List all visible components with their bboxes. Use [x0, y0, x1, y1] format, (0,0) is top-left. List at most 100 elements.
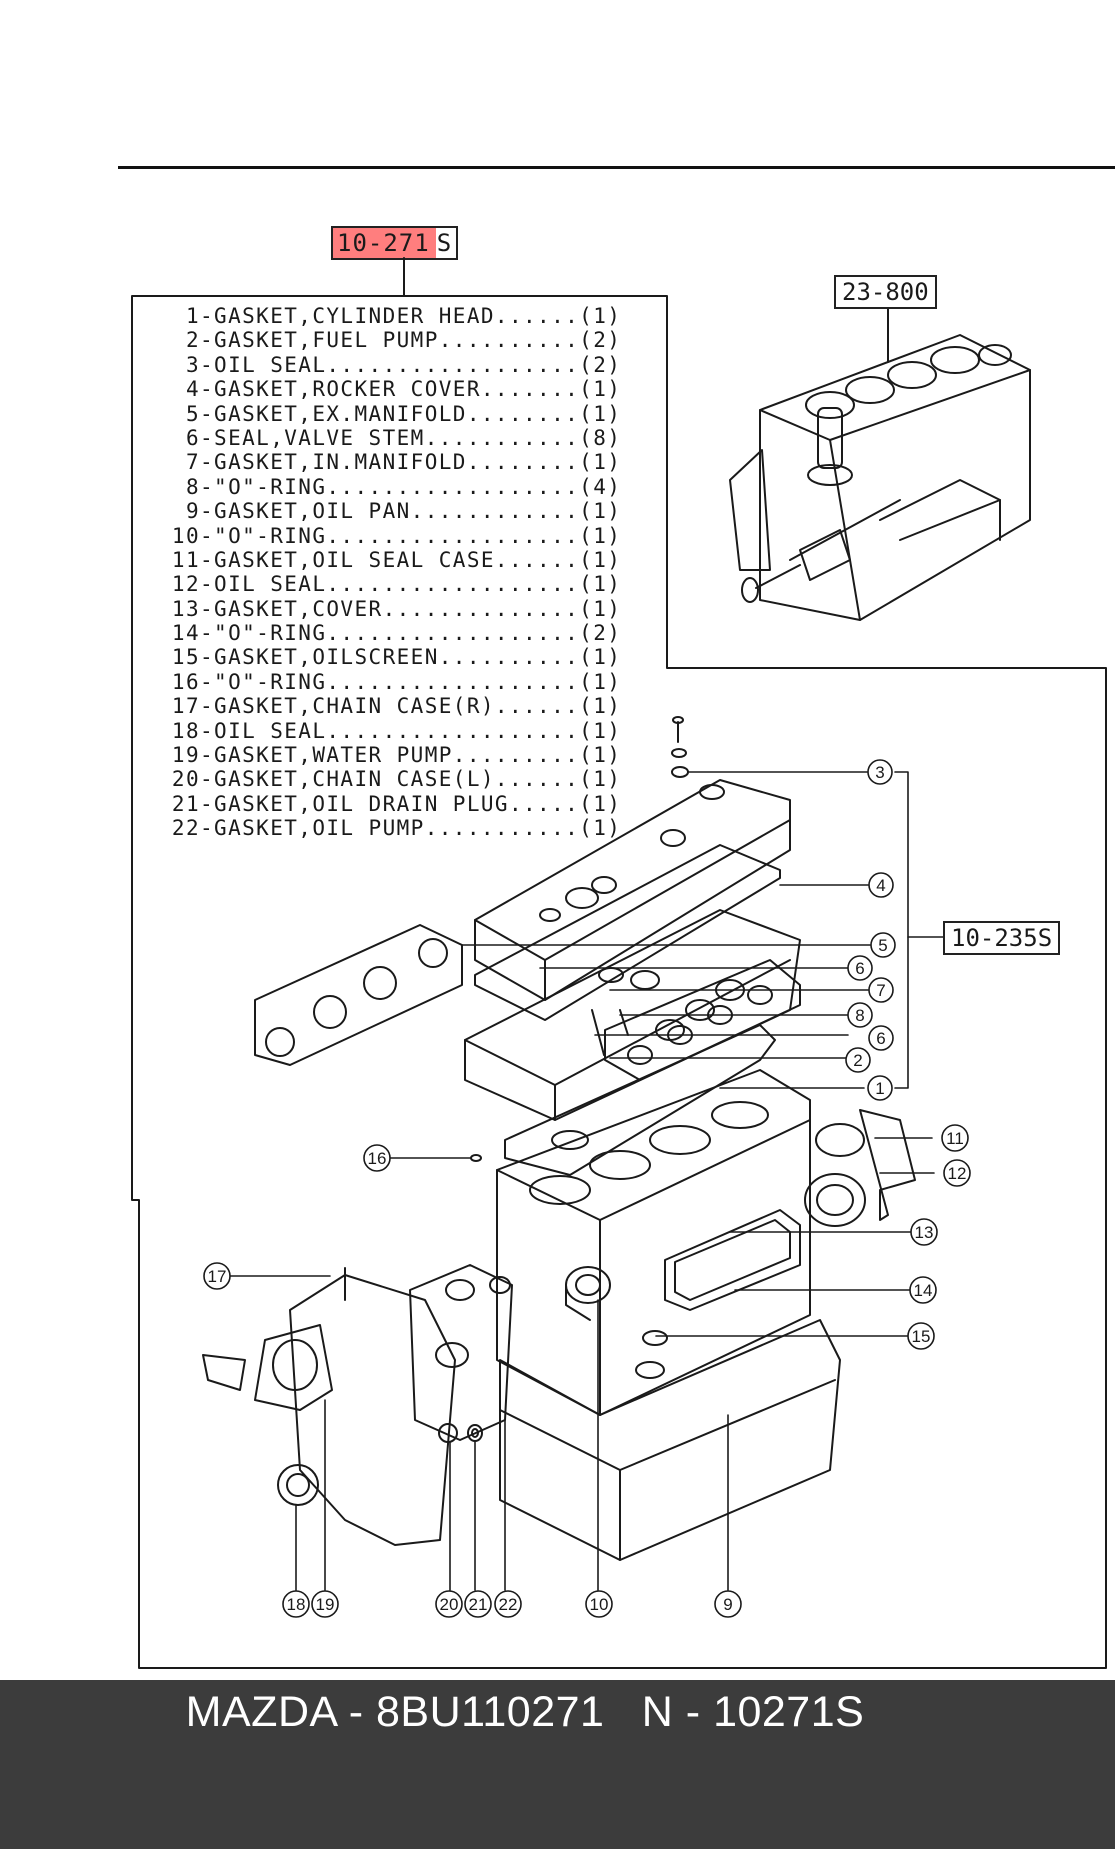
part-description: GASKET,OIL PAN............	[214, 499, 580, 524]
svg-text:1: 1	[875, 1079, 884, 1098]
callout-21: 21	[464, 1590, 492, 1618]
cylinder-block-ref: 23-800	[834, 275, 937, 309]
part-description: "O"-RING..................	[214, 621, 580, 646]
svg-text:11: 11	[946, 1129, 964, 1148]
callout-3: 3	[867, 759, 893, 785]
part-number: 7	[185, 450, 200, 475]
parts-list: 1-GASKET,CYLINDER HEAD......(1)2-GASKET,…	[150, 304, 621, 841]
svg-text:22: 22	[499, 1595, 518, 1614]
part-description: GASKET,WATER PUMP.........	[214, 743, 580, 768]
intake-manifold-gasket-drawing	[604, 959, 801, 1081]
part-description: GASKET,CHAIN CASE(R)......	[214, 694, 580, 719]
part-quantity: (1)	[579, 377, 622, 402]
leader-lines	[229, 771, 944, 1591]
callout-6a: 6	[847, 955, 873, 981]
svg-text:7: 7	[876, 981, 885, 1000]
part-number: 11	[171, 547, 200, 572]
footer-bar	[0, 1680, 1115, 1849]
part-number: 12	[171, 572, 200, 597]
callout-1: 1	[867, 1075, 893, 1101]
kit-code-highlight: 10-271	[333, 228, 436, 258]
part-number: 21	[171, 791, 200, 816]
svg-text:19: 19	[316, 1595, 335, 1614]
part-number: 17	[171, 694, 200, 719]
parts-list-item: 13-GASKET,COVER..............(1)	[150, 597, 621, 621]
svg-text:12: 12	[948, 1164, 967, 1183]
part-number: 14	[171, 621, 200, 646]
part-description: "O"-RING..................	[214, 474, 580, 499]
part-quantity: (2)	[579, 328, 622, 353]
parts-list-item: 8-"O"-RING..................(4)	[150, 475, 621, 499]
part-number: 22	[171, 816, 200, 841]
part-quantity: (1)	[579, 304, 622, 328]
part-quantity: (1)	[579, 718, 622, 743]
part-quantity: (1)	[579, 450, 622, 475]
part-description: GASKET,OIL DRAIN PLUG.....	[214, 791, 580, 816]
part-description: SEAL,VALVE STEM...........	[214, 425, 580, 450]
part-number: 10	[171, 523, 200, 548]
callout-9: 9	[714, 1590, 742, 1618]
part-description: GASKET,CHAIN CASE(L)......	[214, 767, 580, 792]
part-quantity: (1)	[579, 791, 622, 816]
part-quantity: (1)	[579, 669, 622, 694]
callout-15: 15	[907, 1322, 935, 1350]
parts-list-item: 3-OIL SEAL..................(2)	[150, 353, 621, 377]
callout-11: 11	[941, 1124, 969, 1152]
svg-text:6: 6	[855, 959, 864, 978]
part-description: GASKET,COVER..............	[214, 596, 580, 621]
engine-block-drawing	[496, 1069, 916, 1561]
exhaust-manifold-gasket-drawing	[254, 924, 463, 1066]
kit-frame	[131, 295, 1107, 1669]
top-rule	[118, 166, 1115, 169]
part-number: 9	[185, 499, 200, 524]
svg-text:9: 9	[723, 1595, 732, 1614]
callout-5: 5	[870, 932, 896, 958]
chain-case-drawing	[202, 1264, 513, 1546]
svg-text:8: 8	[855, 1006, 864, 1025]
parts-list-item: 15-GASKET,OILSCREEN..........(1)	[150, 645, 621, 669]
part-description: GASKET,CYLINDER HEAD......	[214, 304, 580, 328]
parts-list-item: 9-GASKET,OIL PAN............(1)	[150, 499, 621, 523]
callout-18: 18	[282, 1590, 310, 1618]
parts-list-item: 17-GASKET,CHAIN CASE(R)......(1)	[150, 694, 621, 718]
part-quantity: (1)	[579, 743, 622, 768]
parts-list-item: 19-GASKET,WATER PUMP.........(1)	[150, 743, 621, 767]
part-description: GASKET,ROCKER COVER.......	[214, 377, 580, 402]
part-quantity: (1)	[579, 596, 622, 621]
callout-16: 16	[363, 1144, 391, 1172]
parts-list-item: 7-GASKET,IN.MANIFOLD........(1)	[150, 450, 621, 474]
parts-list-item: 10-"O"-RING..................(1)	[150, 524, 621, 548]
part-quantity: (1)	[579, 816, 622, 841]
svg-text:15: 15	[912, 1327, 931, 1346]
parts-list-item: 1-GASKET,CYLINDER HEAD......(1)	[150, 304, 621, 328]
parts-list-item: 21-GASKET,OIL DRAIN PLUG.....(1)	[150, 792, 621, 816]
callout-4: 4	[868, 872, 894, 898]
part-description: GASKET,OILSCREEN..........	[214, 645, 580, 670]
svg-text:16: 16	[368, 1149, 387, 1168]
callout-22: 22	[494, 1590, 522, 1618]
part-number: 1	[185, 304, 200, 328]
side-kit-ref: 10-235S	[943, 921, 1061, 955]
parts-list-item: 18-OIL SEAL..................(1)	[150, 719, 621, 743]
cylinder-block-drawing	[729, 306, 1031, 621]
part-quantity: (4)	[579, 474, 622, 499]
callout-19: 19	[311, 1590, 339, 1618]
part-description: GASKET,FUEL PUMP..........	[214, 328, 580, 353]
svg-text:21: 21	[469, 1595, 488, 1614]
callout-2: 2	[845, 1047, 871, 1073]
callout-7: 7	[868, 977, 894, 1003]
part-quantity: (2)	[579, 621, 622, 646]
part-description: OIL SEAL..................	[214, 572, 580, 597]
part-number: 18	[171, 718, 200, 743]
svg-text:5: 5	[878, 936, 887, 955]
part-description: OIL SEAL..................	[214, 718, 580, 743]
svg-text:13: 13	[915, 1223, 934, 1242]
callout-8: 8	[847, 1002, 873, 1028]
svg-text:20: 20	[440, 1595, 459, 1614]
svg-text:2: 2	[853, 1051, 862, 1070]
parts-list-item: 6-SEAL,VALVE STEM...........(8)	[150, 426, 621, 450]
svg-text:18: 18	[287, 1595, 306, 1614]
parts-list-item: 12-OIL SEAL..................(1)	[150, 572, 621, 596]
part-quantity: (1)	[579, 547, 622, 572]
part-quantity: (8)	[579, 425, 622, 450]
